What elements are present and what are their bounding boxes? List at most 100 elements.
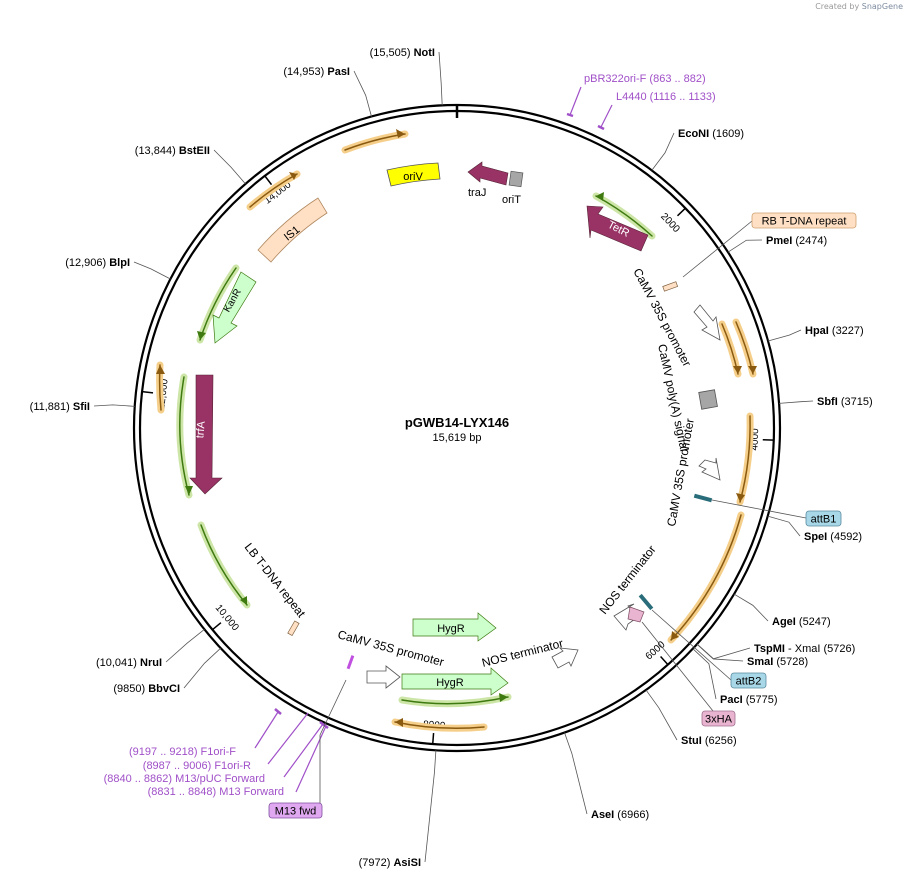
snapgene-branding: Created by SnapGene — [815, 2, 903, 11]
nos-bottom-arrow — [551, 647, 579, 669]
is1-feature: IS1 — [257, 197, 328, 263]
site-label-spei: SpeI (4592) — [804, 531, 862, 543]
tick-label: 10,000 — [213, 603, 241, 634]
badge-layer: RB T-DNA repeat attB1 attB2 3xHA M13 fwd — [268, 212, 857, 819]
primer-label-f1orif: (9197 .. 9218) F1ori-F — [129, 746, 236, 758]
hxha-box — [627, 606, 645, 623]
site-label-sbfi: SbfI (3715) — [817, 396, 873, 408]
site-label-noti: (15,505) NotI — [370, 47, 435, 59]
site-label-nrui: (10,041) NruI — [96, 657, 162, 669]
badge-hxha: 3xHA — [701, 710, 736, 727]
orit-label: oriT — [502, 194, 521, 206]
traj-feature: traJ — [467, 161, 509, 199]
orf-arc-top — [341, 130, 409, 154]
tick-mark — [264, 175, 273, 186]
tick-mark — [211, 622, 222, 631]
primer-label-f1orir: (8987 .. 9006) F1ori-R — [143, 760, 251, 772]
primer-label-l4440: L4440 (1116 .. 1133) — [616, 91, 716, 103]
site-lines — [93, 51, 814, 863]
site-line-bbvci — [183, 647, 221, 689]
site-line-asisi — [424, 750, 437, 863]
site-line-pasi — [353, 70, 372, 117]
site-line-sbfi — [779, 400, 814, 404]
site-line-spei — [767, 515, 801, 537]
svg-text:attB2: attB2 — [736, 676, 762, 688]
camv-bottom-arrow — [366, 665, 401, 689]
site-label-agei: AgeI (5247) — [772, 616, 831, 628]
site-labels: (15,505) NotI (14,953) PasI (13,844) BstEI… — [30, 47, 873, 869]
m13-primer-box — [346, 655, 355, 670]
site-label-blpi: (12,906) BlpI — [65, 257, 130, 269]
primer-label-m13puc: (8840 .. 8862) M13/pUC Forward — [104, 773, 265, 785]
attb1-box — [693, 493, 713, 503]
primer-label-pbr322: pBR322ori-F (863 .. 882) — [584, 73, 706, 85]
site-line-noti — [438, 51, 443, 106]
site-label-pmei: PmeI (2474) — [766, 235, 827, 247]
badge-attb1: attB1 — [805, 510, 842, 527]
primer-label-m13fwd: (8831 .. 8848) M13 Forward — [148, 786, 284, 798]
hygr-top-feature: HygR — [412, 612, 497, 642]
primer-labels: pBR322ori-F (863 .. 882) L4440 (1116 .. 1… — [104, 73, 716, 798]
site-label-asisi: (7972) AsiSI — [359, 857, 421, 869]
tick-mark — [660, 655, 669, 666]
hygr-bottom-label: HygR — [436, 677, 464, 689]
tick-mark — [676, 207, 686, 217]
lb-repeat-box — [287, 620, 300, 637]
primer-markers — [254, 86, 613, 793]
tick-label: 4000 — [749, 428, 761, 451]
orf-arc-r3 — [667, 511, 745, 644]
badge-m13b: M13 fwd — [268, 802, 323, 819]
site-label-hpai: HpaI (3227) — [805, 325, 864, 337]
plasmid-size: 15,619 bp — [433, 432, 482, 444]
arrowheads — [156, 129, 757, 727]
oriv-feature: oriV — [386, 162, 441, 187]
site-label-sfii: (11,881) SfiI — [30, 401, 90, 413]
svg-text:3xHA: 3xHA — [705, 714, 733, 726]
camv-promoter-2-label: CaMV 35S promoter — [664, 417, 697, 527]
site-line-asei — [564, 732, 588, 815]
site-label-pasi: (14,953) PasI — [283, 66, 350, 78]
site-line-paci — [692, 648, 717, 700]
site-line-sfii — [93, 404, 135, 407]
site-label-stui: StuI (6256) — [681, 735, 737, 747]
site-line-blpi — [133, 261, 171, 280]
camv-mid-arrow — [698, 457, 721, 481]
tick-label: 6000 — [644, 639, 668, 662]
badge-lines — [641, 220, 807, 712]
plasmid-name: pGWB14-LYX146 — [405, 415, 509, 430]
site-line-econi — [651, 132, 675, 171]
svg-text:RB T-DNA repeat: RB T-DNA repeat — [762, 216, 847, 228]
site-line-agei — [733, 593, 769, 622]
hygr-top-label: HygR — [437, 623, 465, 635]
site-line-stui — [645, 689, 678, 741]
traj-label: traJ — [468, 187, 486, 199]
site-line-bsteii — [213, 149, 246, 185]
kanr-feature: KanR — [212, 271, 257, 344]
site-label-bbvci: (9850) BbvCI — [113, 683, 180, 695]
site-line-nrui — [165, 629, 205, 663]
site-line-hpai — [767, 329, 802, 342]
site-line-smai — [696, 643, 744, 662]
lb-repeat-label: LB T-DNA repeat — [242, 540, 309, 620]
oriv-label: oriV — [403, 171, 423, 183]
site-label-tspmi: TspMI - XmaI (5726) — [754, 643, 855, 655]
site-label-smai: SmaI (5728) — [747, 656, 808, 668]
rb-repeat-box — [662, 281, 679, 292]
tick-mark — [142, 390, 154, 394]
tick-mark — [431, 733, 435, 745]
nos-terminator-1-label: NOS terminator — [480, 636, 564, 670]
trfa-feature: trfA — [189, 374, 223, 495]
camv-top-arrow — [693, 304, 721, 341]
feat-arc-lb — [197, 521, 251, 609]
site-label-paci: PacI (5775) — [720, 694, 778, 706]
trfa-label: trfA — [194, 420, 208, 439]
site-line-pmei — [727, 239, 763, 253]
badge-attb2: attB2 — [730, 672, 767, 689]
site-label-asei: AseI (6966) — [591, 809, 649, 821]
svg-text:attB1: attB1 — [811, 514, 837, 526]
m13-badge-line — [319, 679, 347, 736]
hygr-bottom-feature: HygR — [401, 667, 509, 696]
site-label-bsteii: (13,844) BstEII — [135, 145, 210, 157]
badge-rb: RB T-DNA repeat — [751, 212, 857, 229]
